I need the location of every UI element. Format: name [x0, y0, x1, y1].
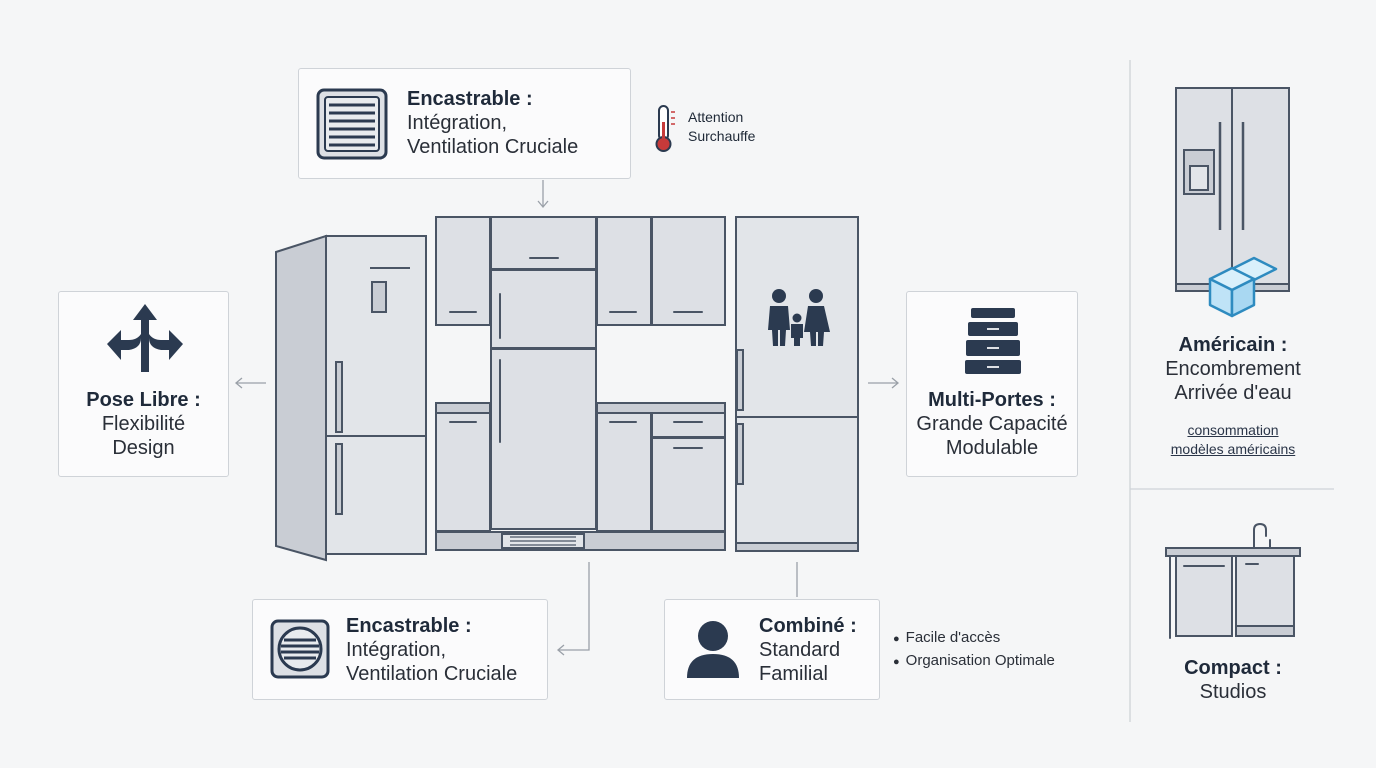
person-icon: [687, 621, 739, 678]
warning-line2: Surchauffe: [688, 128, 756, 144]
vent-grille-icon: [316, 88, 388, 160]
encastrable-bottom-line1: Intégration,: [346, 639, 447, 661]
combine-box: Combiné : Standard Familial: [664, 599, 880, 700]
multi-portes-title: Multi-Portes :: [928, 389, 1056, 411]
bullet-item: ●Facile d'accès: [893, 629, 1001, 646]
fridge-kitchen-illustration: [275, 216, 859, 562]
compact-kitchen-illustration: [1165, 522, 1301, 639]
pose-libre-box: Pose Libre : Flexibilité Design: [58, 291, 229, 477]
americain-title: Américain :: [1178, 334, 1288, 356]
encastrable-bottom-title: Encastrable :: [346, 615, 472, 637]
americain-line2: Arrivée d'eau: [1174, 382, 1292, 404]
multi-portes-line1: Grande Capacité: [916, 413, 1068, 435]
combine-line2: Familial: [759, 663, 828, 685]
warning-line1: Attention: [688, 109, 744, 125]
encastrable-top-title: Encastrable :: [407, 88, 533, 110]
pose-libre-title: Pose Libre :: [86, 389, 201, 411]
pose-libre-line1: Flexibilité: [101, 413, 186, 435]
feature-bullets: ●Facile d'accès ●Organisation Optimale: [893, 628, 1055, 672]
encastrable-top-box: Encastrable : Intégration, Ventilation C…: [298, 68, 631, 179]
bullet-item: ●Organisation Optimale: [893, 652, 1055, 669]
combine-line1: Standard: [759, 639, 841, 661]
american-fridge-illustration: [1175, 87, 1290, 318]
modeles-americains-link[interactable]: modèles américains: [1170, 441, 1296, 457]
encastrable-top-line2: Ventilation Cruciale: [407, 136, 579, 158]
multi-portes-box: Multi-Portes : Grande Capacité Modulable: [906, 291, 1078, 477]
consommation-link[interactable]: consommation: [1187, 422, 1279, 438]
combine-title: Combiné :: [759, 615, 857, 637]
compact-line1: Studios: [1199, 681, 1267, 703]
multi-portes-line2: Modulable: [945, 437, 1039, 459]
encastrable-bottom-line2: Ventilation Cruciale: [346, 663, 518, 685]
drawers-icon: [965, 308, 1021, 374]
split-arrows-icon: [107, 304, 183, 372]
encastrable-bottom-box: Encastrable : Intégration, Ventilation C…: [252, 599, 548, 700]
encastrable-top-line1: Intégration,: [407, 112, 508, 134]
americain-line1: Encombrement: [1165, 358, 1301, 380]
pose-libre-line2: Design: [112, 437, 175, 459]
thermometer-icon: [655, 105, 675, 152]
compact-title: Compact :: [1184, 657, 1282, 679]
round-vent-icon: [270, 619, 330, 679]
